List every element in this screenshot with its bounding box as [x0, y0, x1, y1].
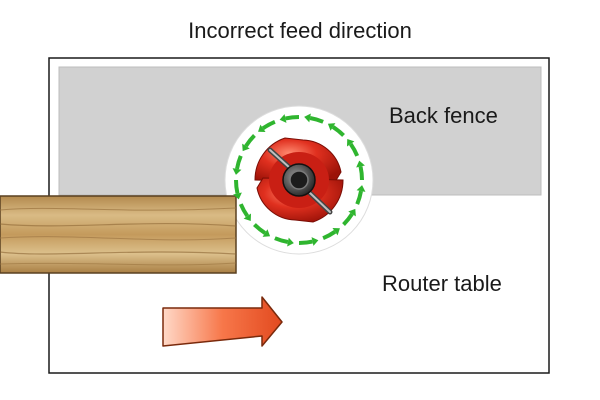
rotation-arrowhead — [346, 139, 355, 147]
rotation-arrowhead — [287, 237, 294, 247]
rotation-arrowhead — [356, 185, 366, 192]
rotation-arrowhead — [356, 160, 365, 168]
rotation-dash — [238, 203, 249, 218]
rotation-dash — [298, 239, 313, 245]
rotation-dash — [253, 223, 267, 235]
arrow-right-icon — [162, 296, 283, 347]
rotation-arrowhead — [327, 123, 336, 131]
rotation-dash — [235, 155, 243, 170]
rotation-arrowhead — [262, 229, 271, 237]
rotation-dash — [342, 212, 354, 226]
rotation-dash — [309, 116, 324, 124]
rotation-arrowhead — [243, 213, 252, 221]
rotation-arrowhead — [279, 114, 287, 123]
rotation-arrowhead — [242, 143, 250, 152]
router-bit-icon — [254, 137, 344, 223]
rotation-dash — [331, 125, 345, 137]
rotation-dash — [358, 166, 364, 181]
rotation-arrowhead — [258, 124, 266, 133]
rotation-arrowhead — [232, 168, 242, 175]
rotation-dash — [322, 230, 337, 241]
rotation-dash — [285, 115, 300, 121]
rotation-arrowhead — [233, 192, 242, 200]
rotation-dash — [244, 134, 256, 148]
rotation-dash — [274, 236, 289, 244]
rotation-arrowhead — [311, 237, 319, 246]
rotation-dash — [355, 190, 363, 205]
rotation-arrowhead — [304, 113, 311, 123]
wood-workpiece — [0, 195, 237, 274]
back-fence-label: Back fence — [389, 103, 498, 128]
diagram-title: Incorrect feed direction — [188, 18, 412, 43]
rotation-dash — [234, 179, 240, 194]
rotation-dash — [349, 142, 360, 157]
rotation-dash — [261, 119, 276, 130]
rotation-arrowhead — [348, 208, 356, 217]
rotation-arrows — [232, 113, 366, 247]
router-table-label: Router table — [382, 271, 502, 296]
rotation-arrowhead — [332, 227, 340, 236]
